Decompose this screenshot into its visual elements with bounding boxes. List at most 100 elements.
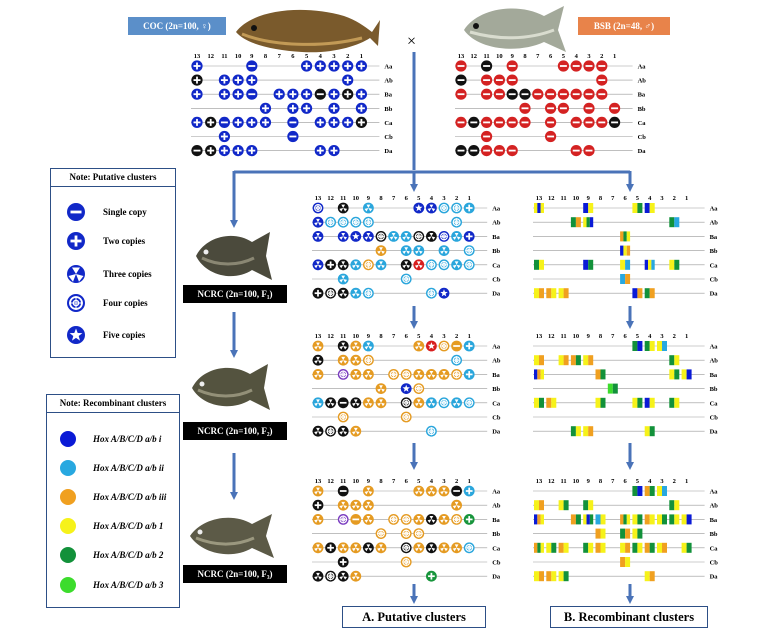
- row-label: Cb: [710, 560, 719, 567]
- color-swatch-icon: [60, 577, 76, 593]
- cluster-block: [588, 542, 594, 553]
- row-label: Ba: [492, 517, 500, 524]
- legend-label: Hox A/B/C/D a/b 3: [93, 580, 164, 590]
- bsb-fish-image: [464, 6, 566, 52]
- cluster-block: [644, 542, 650, 553]
- cluster-block: [583, 203, 589, 213]
- cluster-block: [600, 528, 606, 539]
- column-number: 3: [442, 478, 446, 485]
- cluster-block: [681, 369, 687, 380]
- cluster-block: [649, 288, 655, 299]
- gene-marker: [312, 216, 324, 228]
- column-number: 6: [405, 478, 409, 485]
- cluster-block: [600, 514, 606, 525]
- column-number: 3: [660, 333, 664, 340]
- row-label: Cb: [492, 277, 501, 284]
- column-number: 2: [346, 53, 349, 60]
- row-label: Ca: [710, 545, 719, 552]
- single-copy-icon: [67, 203, 85, 221]
- row-label: Da: [710, 291, 719, 298]
- cluster-block: [625, 528, 631, 539]
- column-number: 11: [561, 333, 567, 340]
- column-number: 1: [685, 333, 688, 340]
- column-number: 10: [573, 333, 580, 340]
- legend-item-recombinant: Hox A/B/C/D a/b 2: [47, 545, 179, 565]
- cluster-block: [669, 355, 675, 366]
- cluster-block: [637, 528, 643, 539]
- row-label: Ba: [638, 92, 646, 99]
- cluster-block: [620, 542, 626, 553]
- cluster-block: [588, 500, 594, 511]
- cluster-block: [657, 486, 662, 496]
- column-number: 2: [600, 53, 603, 60]
- column-number: 7: [611, 333, 615, 340]
- cluster-block: [534, 259, 539, 270]
- cluster-block: [657, 514, 662, 525]
- column-number: 8: [523, 53, 527, 60]
- cluster-block: [588, 426, 594, 437]
- column-number: 5: [636, 195, 640, 202]
- column-number: 7: [392, 333, 396, 340]
- column-number: 6: [623, 333, 627, 340]
- cluster-block: [632, 397, 638, 408]
- cluster-block: [563, 288, 569, 299]
- row-label: Aa: [710, 489, 719, 496]
- cluster-block: [600, 397, 606, 408]
- cluster-block: [534, 355, 539, 366]
- column-number: 12: [471, 53, 478, 60]
- legend-label: Three copies: [103, 269, 152, 279]
- column-number: 6: [549, 53, 553, 60]
- cluster-block: [534, 500, 539, 511]
- cluster-block: [674, 514, 680, 525]
- column-number: 1: [685, 195, 688, 202]
- column-number: 6: [623, 478, 627, 485]
- column-number: 6: [291, 53, 295, 60]
- cluster-block: [686, 542, 692, 553]
- legend-item-two-copies: Two copies: [51, 231, 175, 251]
- cluster-block: [637, 542, 643, 553]
- cluster-block: [674, 355, 680, 366]
- coc-parent-label: COC (2n=100, ♀): [128, 17, 226, 35]
- column-number: 8: [599, 333, 603, 340]
- cluster-block: [563, 571, 569, 582]
- putative-legend-title: Note: Putative clusters: [51, 169, 175, 187]
- cluster-block: [607, 383, 613, 394]
- row-label: Aa: [710, 344, 719, 351]
- cluster-block: [620, 231, 624, 242]
- column-number: 12: [548, 333, 555, 340]
- cluster-block: [674, 369, 680, 380]
- cluster-block: [600, 369, 606, 380]
- cluster-block: [551, 542, 557, 553]
- row-label: Da: [638, 148, 647, 155]
- cluster-block: [626, 245, 631, 256]
- column-number: 7: [611, 195, 615, 202]
- legend-item-recombinant: Hox A/B/C/D a/b 3: [47, 575, 179, 595]
- row-label: Cb: [638, 134, 647, 141]
- row-label: Ab: [492, 503, 501, 510]
- row-label: Bb: [384, 106, 392, 113]
- cluster-block: [669, 259, 675, 270]
- cluster-block: [649, 426, 655, 437]
- column-number: 12: [327, 478, 334, 485]
- cluster-block: [662, 486, 667, 496]
- cluster-block: [669, 397, 675, 408]
- cluster-block: [551, 288, 557, 299]
- column-number: 11: [561, 195, 567, 202]
- cluster-block: [537, 542, 541, 553]
- four-copies-icon: [67, 294, 85, 312]
- row-label: Bb: [492, 531, 500, 538]
- legend-item-single-copy: Single copy: [51, 202, 175, 222]
- cluster-block: [637, 514, 643, 525]
- two-copies-icon: [67, 232, 85, 250]
- cluster-block: [558, 355, 564, 366]
- row-label: Cb: [384, 134, 393, 141]
- flow-arrows: [230, 52, 634, 604]
- cluster-block: [534, 203, 538, 213]
- cluster-block: [575, 217, 581, 228]
- cluster-block: [632, 486, 638, 496]
- cluster-block: [623, 245, 627, 256]
- column-number: 3: [442, 333, 446, 340]
